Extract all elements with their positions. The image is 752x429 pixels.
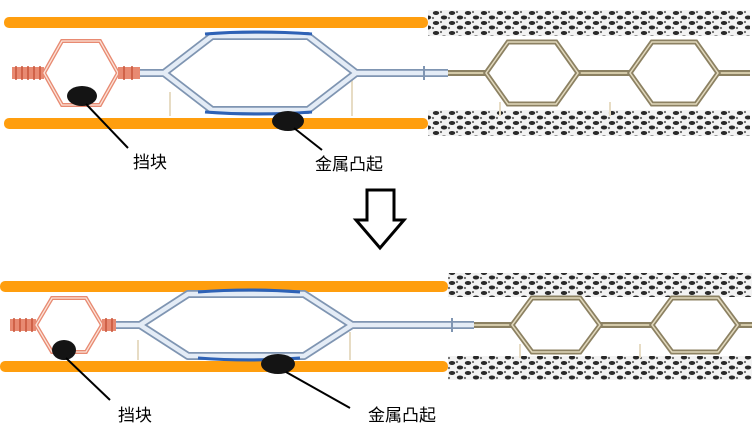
tube-loop	[116, 288, 474, 362]
label-block-top: 挡块	[133, 153, 167, 173]
panel-before	[4, 10, 750, 151]
label-block-bottom: 挡块	[118, 406, 152, 426]
block-blob	[67, 86, 97, 106]
mesh-top	[448, 273, 752, 297]
label-bump-top: 金属凸起	[315, 155, 383, 175]
bump-blob	[272, 111, 304, 131]
hollow-arrow-icon	[352, 188, 408, 251]
bump-blob	[261, 354, 295, 374]
mesh-bottom	[448, 356, 752, 380]
bottom-rail	[0, 361, 448, 372]
tube-loop	[140, 30, 448, 116]
block-blob	[52, 340, 76, 360]
top-rail	[0, 281, 448, 292]
brown-hex-chain	[448, 39, 750, 107]
label-bump-bottom: 金属凸起	[368, 406, 436, 426]
mesh-bottom	[428, 110, 750, 136]
mesh-top	[428, 10, 750, 36]
red-hexagon	[10, 296, 116, 354]
bottom-rail	[4, 118, 428, 129]
panel-after	[0, 273, 752, 409]
top-rail	[4, 17, 428, 28]
red-hexagon	[12, 39, 140, 107]
brown-hex-chain	[474, 295, 752, 355]
